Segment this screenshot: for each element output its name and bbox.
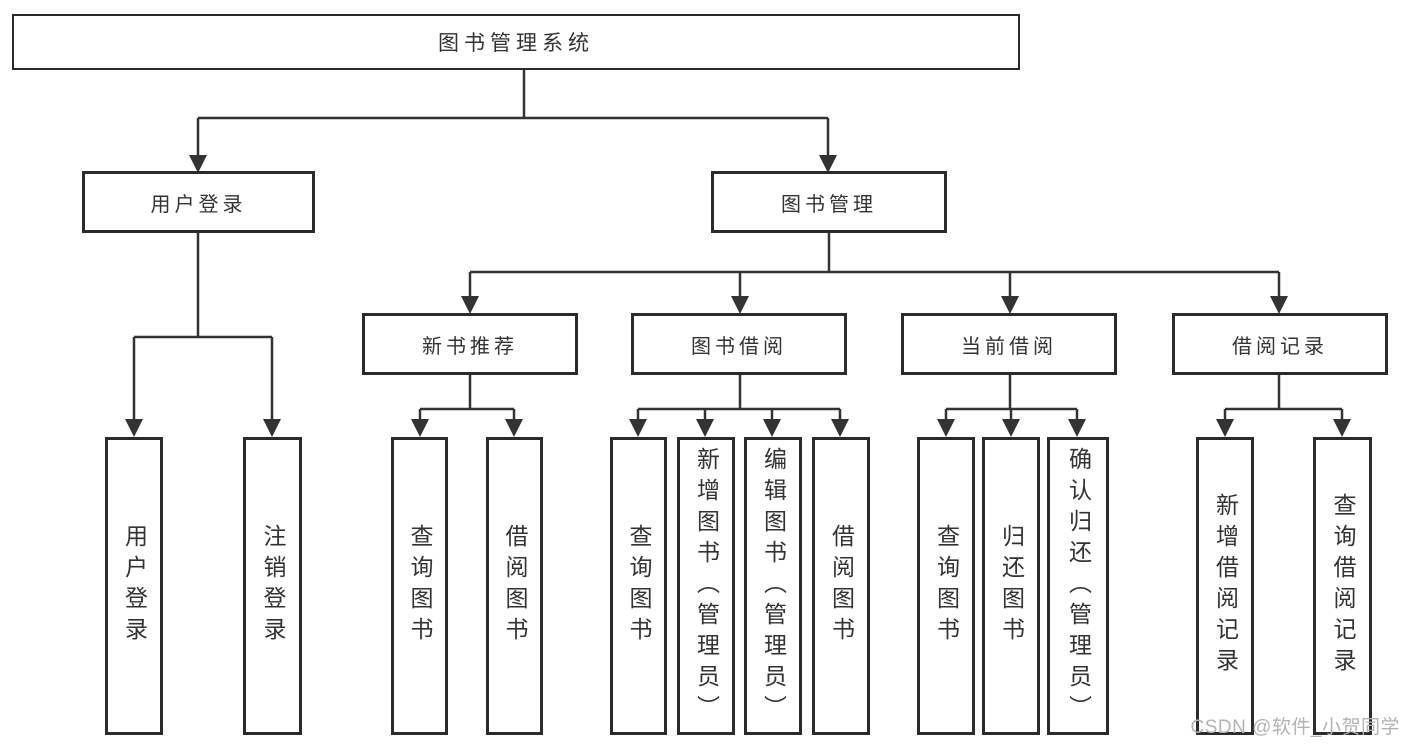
connector-user-login (132, 233, 274, 420)
leaf-query-borrow-record: 查询借阅记录 (1313, 437, 1372, 735)
arrowhead-icon (763, 419, 781, 437)
connector-current-borrow (944, 375, 1079, 420)
node-label: 查询借阅记录 (1330, 493, 1356, 679)
connector-root (196, 70, 830, 156)
leaf-confirm-return-admin: 确认归还（管理员） (1047, 437, 1109, 735)
node-borrowing-records: 借阅记录 (1172, 313, 1388, 375)
arrowhead-icon (1001, 296, 1019, 314)
leaf-query-books-recommend: 查询图书 (391, 437, 448, 735)
node-label: 用户登录 (150, 193, 247, 216)
connector-book-borrow (636, 375, 842, 420)
arrowhead-icon (189, 155, 207, 173)
node-label: 查询图书 (626, 524, 652, 648)
node-label: 新增图书（管理员） (693, 446, 720, 726)
node-label: 借阅图书 (828, 524, 855, 648)
node-book-borrowing: 图书借阅 (631, 313, 847, 375)
node-label: 注销登录 (260, 524, 286, 648)
arrowhead-icon (1068, 419, 1086, 437)
connector-book-management (468, 233, 1281, 297)
node-label: 图书管理系统 (438, 32, 594, 55)
arrowhead-icon (1002, 419, 1020, 437)
node-label: 查询图书 (407, 524, 433, 648)
watermark: CSDN @软件_小贺同学 (1190, 717, 1400, 739)
node-label: 新书推荐 (422, 335, 518, 358)
node-library-management-system: 图书管理系统 (12, 14, 1020, 70)
arrowhead-icon (937, 419, 955, 437)
leaf-borrow-books: 借阅图书 (812, 437, 870, 735)
arrowhead-icon (505, 419, 523, 437)
arrowhead-icon (831, 419, 849, 437)
arrowhead-icon (819, 155, 837, 173)
leaf-edit-books-admin: 编辑图书（管理员） (744, 437, 802, 735)
node-label: 借阅图书 (502, 524, 528, 648)
arrowhead-icon (1333, 419, 1351, 437)
arrowhead-icon (411, 419, 429, 437)
node-label: 确认归还（管理员） (1065, 446, 1092, 726)
leaf-add-books-admin: 新增图书（管理员） (677, 437, 735, 735)
node-label: 归还图书 (998, 524, 1025, 648)
leaf-logout: 注销登录 (243, 437, 302, 735)
connector-new-book (418, 375, 516, 420)
node-label: 查询图书 (933, 524, 960, 648)
arrowhead-icon (461, 296, 479, 314)
arrowhead-icon (696, 419, 714, 437)
node-label: 编辑图书（管理员） (760, 446, 787, 726)
leaf-query-books-current: 查询图书 (917, 437, 975, 735)
node-book-management: 图书管理 (711, 171, 947, 233)
node-new-book-recommendation: 新书推荐 (362, 313, 578, 375)
arrowhead-icon (731, 296, 749, 314)
leaf-borrow-books-recommend: 借阅图书 (486, 437, 543, 735)
arrowhead-icon (1270, 296, 1288, 314)
arrowhead-icon (263, 419, 281, 437)
node-label: 图书管理 (781, 193, 877, 216)
arrowhead-icon (1216, 419, 1234, 437)
leaf-add-borrow-record: 新增借阅记录 (1196, 437, 1254, 735)
node-label: 借阅记录 (1232, 335, 1328, 358)
node-current-borrowing: 当前借阅 (901, 313, 1117, 375)
leaf-user-login: 用户登录 (105, 437, 163, 735)
node-label: 图书借阅 (691, 335, 787, 358)
node-label: 当前借阅 (961, 335, 1057, 358)
leaf-query-books-borrow: 查询图书 (610, 437, 667, 735)
node-label: 新增借阅记录 (1212, 493, 1239, 679)
node-user-login: 用户登录 (82, 171, 315, 233)
connector-borrow-records (1223, 375, 1344, 420)
node-label: 用户登录 (121, 524, 148, 648)
arrowhead-icon (125, 419, 143, 437)
leaf-return-books: 归还图书 (982, 437, 1040, 735)
arrowhead-icon (629, 419, 647, 437)
